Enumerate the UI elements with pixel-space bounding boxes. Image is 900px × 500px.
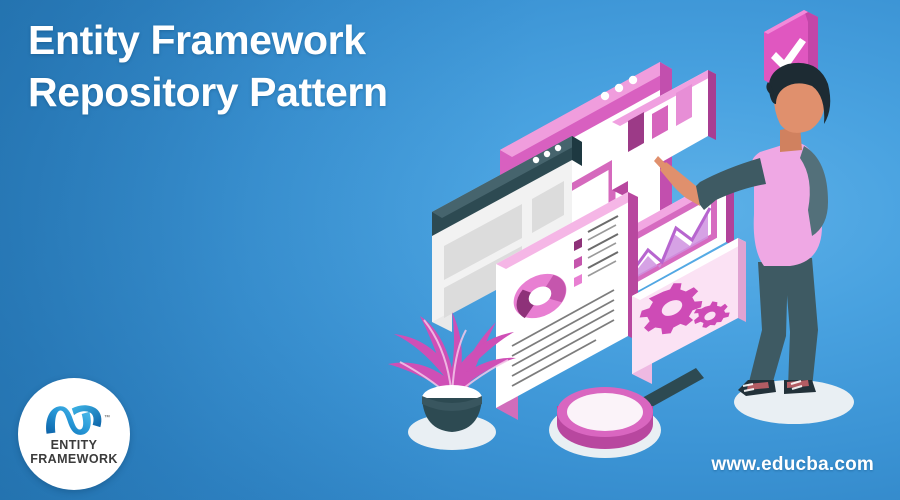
dotnet-swoosh-icon [46, 404, 102, 435]
gears-panel [632, 238, 746, 384]
gear-small-icon [693, 301, 730, 328]
donut-chart [513, 273, 567, 319]
trademark-symbol: ™ [104, 415, 110, 421]
gear-large-icon [639, 283, 703, 335]
document-card [496, 192, 638, 420]
title-line-2: Repository Pattern [28, 69, 388, 116]
title-line-1: Entity Framework [28, 17, 366, 63]
bar-chart-widget [612, 70, 716, 198]
logo-brand-line-2: FRAMEWORK [30, 451, 118, 466]
illustration-artwork [360, 0, 900, 500]
person [654, 62, 854, 424]
page-title: Entity Framework Repository Pattern [28, 14, 548, 119]
magnifier [549, 368, 704, 458]
potted-plant [388, 312, 516, 450]
plant-leaves [388, 312, 516, 400]
logo-brand-line-1: ENTITY [50, 437, 98, 452]
entity-framework-logo: ™ ENTITY FRAMEWORK [18, 378, 130, 490]
website-url: www.educba.com [711, 454, 874, 475]
